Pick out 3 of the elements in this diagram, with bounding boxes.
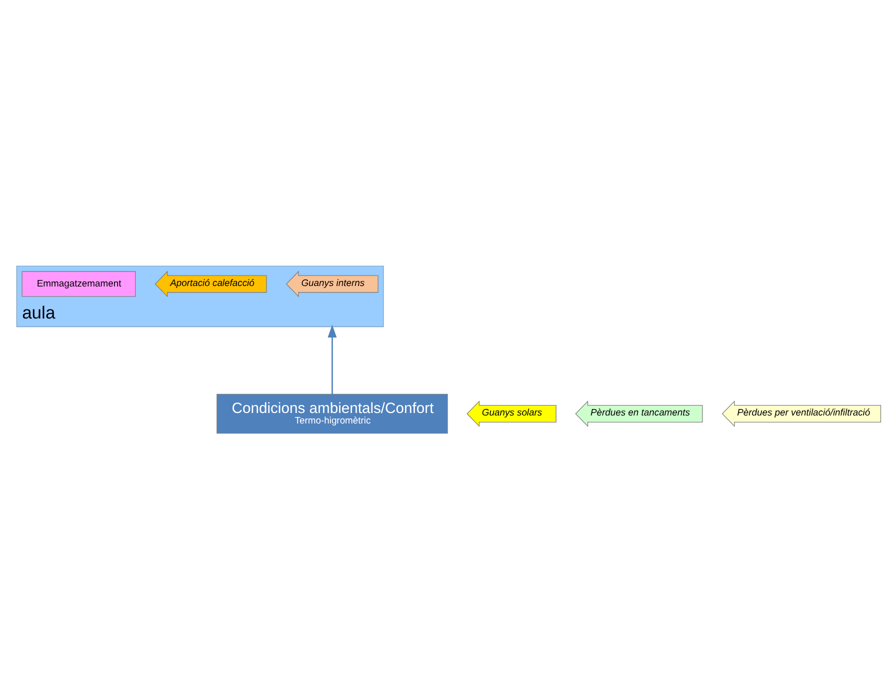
node-box: Emmagatzemament [22,270,136,296]
arrow [328,324,337,394]
node-box: Condicions ambientals/Confort Termo-higromètric [216,393,448,434]
